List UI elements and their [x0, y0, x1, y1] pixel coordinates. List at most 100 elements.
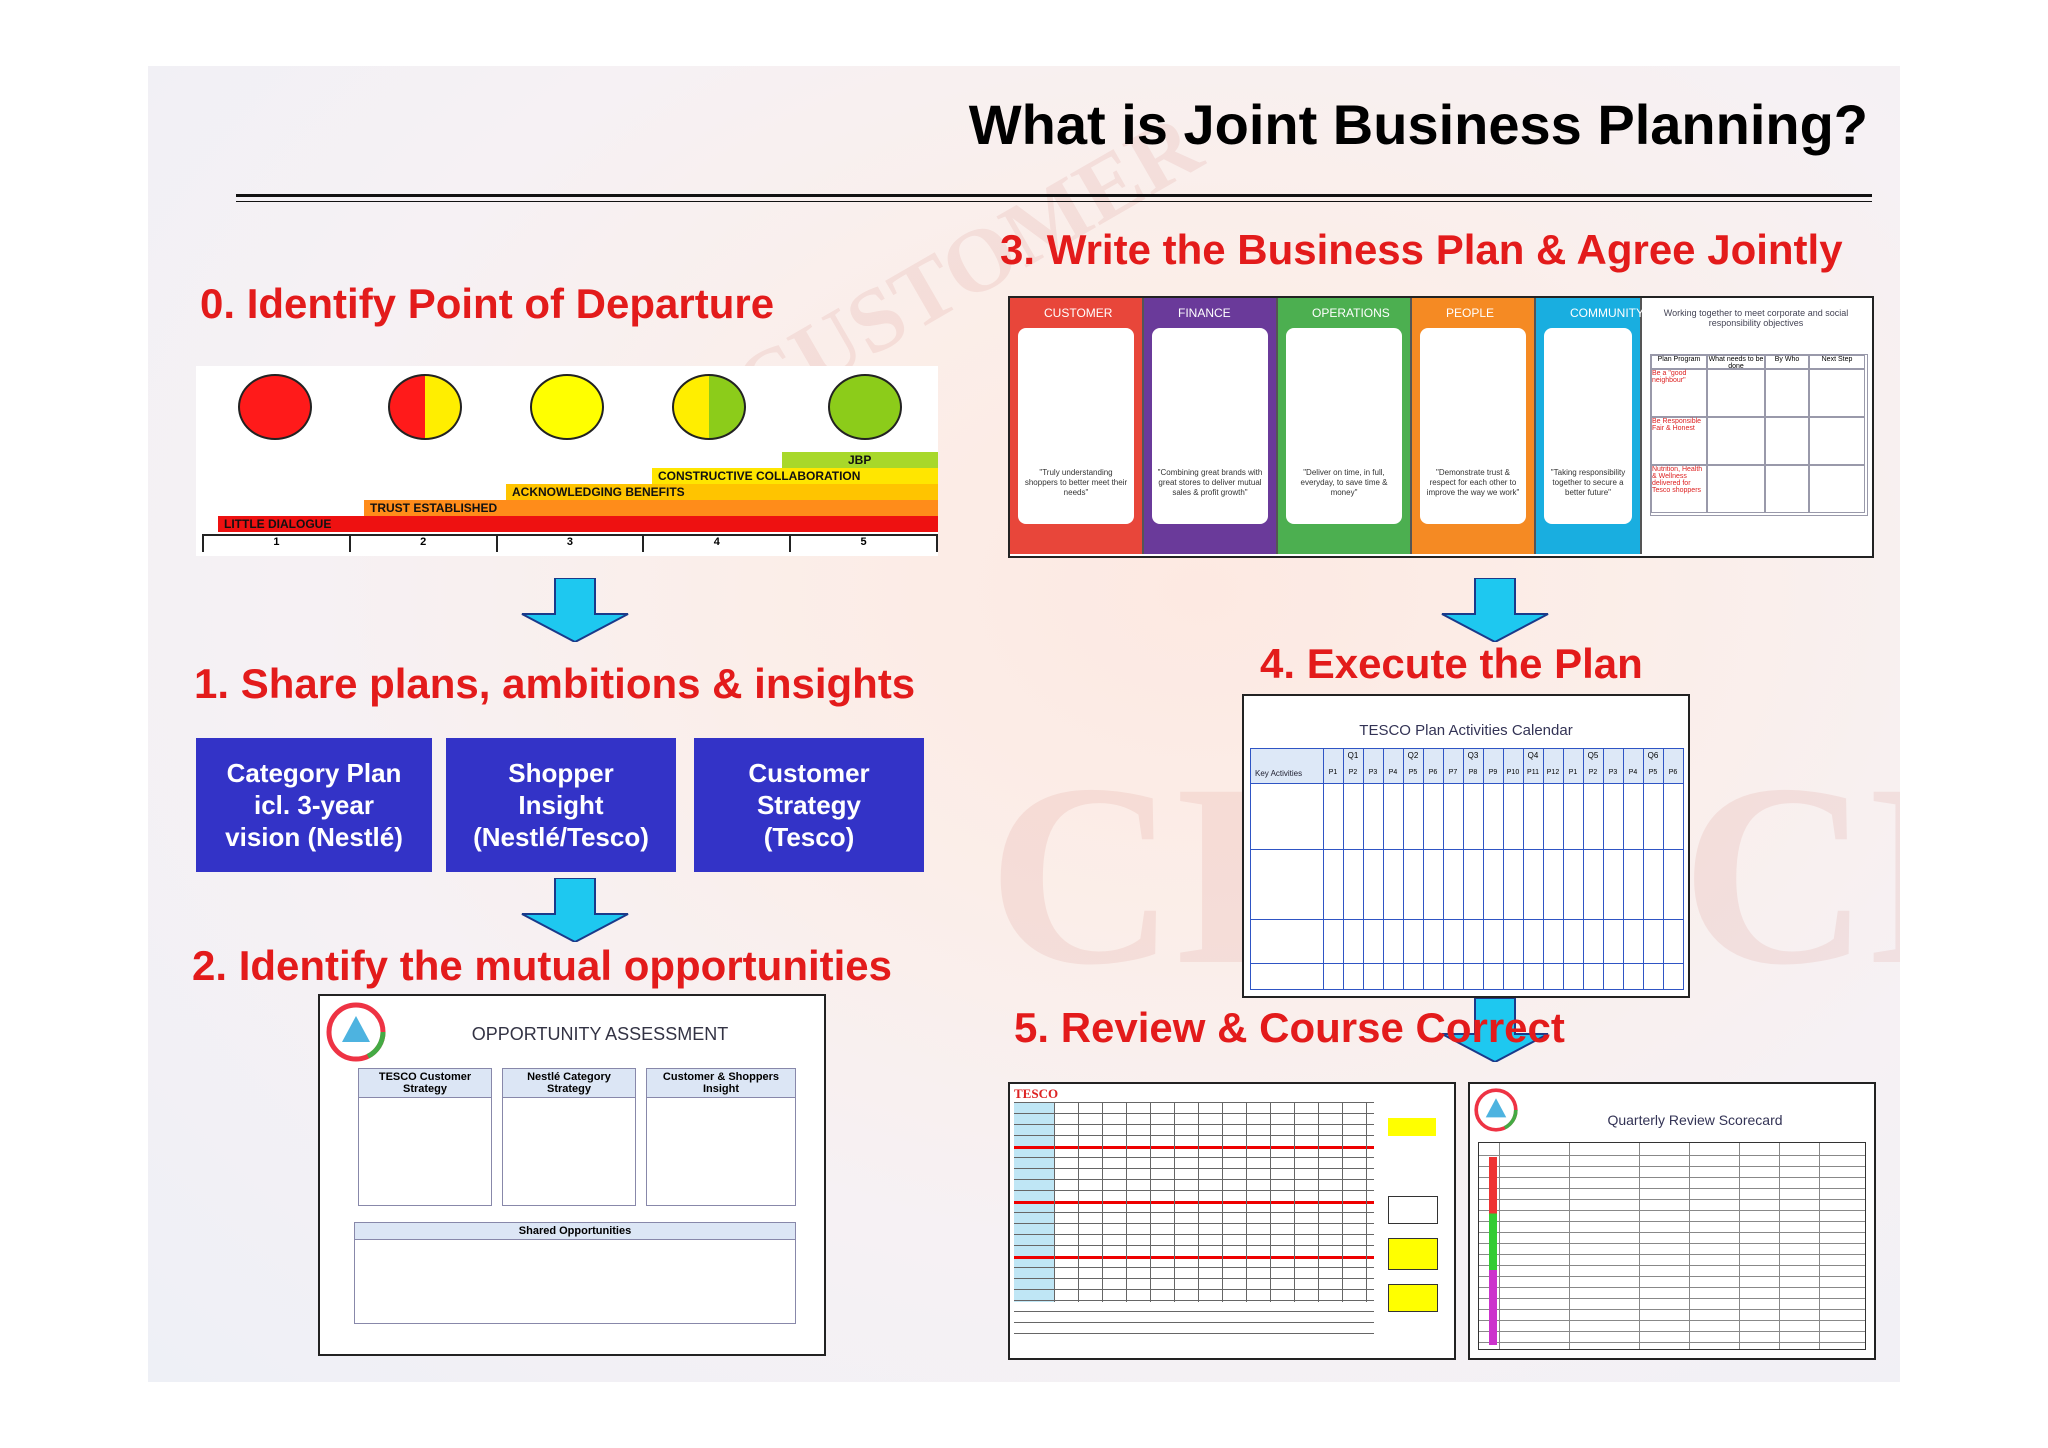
scorecard-row-line: [1479, 1188, 1865, 1189]
scorecard-row-line: [1479, 1155, 1865, 1156]
tracker-row-line: [1014, 1245, 1374, 1246]
tracker-col-line: [1294, 1102, 1295, 1302]
calendar-period: P10: [1506, 769, 1520, 776]
tracker-col-line: [1174, 1102, 1175, 1302]
calendar-gridline: [1403, 749, 1404, 989]
scorecard-row-line: [1479, 1331, 1865, 1332]
title-rule-thin: [236, 201, 1872, 202]
scorecard-row-line: [1479, 1287, 1865, 1288]
stage-label-dialogue: LITTLE DIALOGUE: [218, 516, 938, 532]
tracker-row-line: [1014, 1278, 1374, 1279]
page-title: What is Joint Business Planning?: [968, 93, 1868, 156]
stage-2-indicator: [388, 374, 462, 440]
tracker-row-line: [1014, 1113, 1374, 1114]
calendar-gridline: [1363, 749, 1364, 989]
calendar-period: P9: [1488, 769, 1498, 776]
calendar-period: P3: [1368, 769, 1378, 776]
plan-table-heading: Working together to meet corporate and s…: [1663, 308, 1849, 328]
tracker-col-line: [1102, 1102, 1103, 1302]
scorecard-col-line: [1639, 1143, 1640, 1349]
scorecard-col-line: [1819, 1143, 1820, 1349]
calendar-quarter: Q2: [1407, 751, 1419, 760]
tracker-row-line: [1014, 1179, 1374, 1180]
scorecard-row-line: [1479, 1221, 1865, 1222]
calendar-period: P4: [1388, 769, 1398, 776]
tracker-col-line: [1222, 1102, 1223, 1302]
stage-label-trust: TRUST ESTABLISHED: [364, 500, 938, 516]
calendar-gridline: [1463, 749, 1464, 989]
down-arrow-icon: [521, 578, 629, 642]
calendar-row-line: [1251, 963, 1683, 964]
plan-panel-people: PEOPLE "Demonstrate trust & respect for …: [1412, 298, 1536, 554]
calendar-gridline: [1523, 749, 1524, 989]
stage-1-indicator: [238, 374, 312, 440]
scale-5: 5: [860, 536, 867, 548]
calendar-quarter: Q1: [1347, 751, 1359, 760]
down-arrow-icon: [521, 878, 629, 942]
scorecard-title: Quarterly Review Scorecard: [1607, 1112, 1783, 1128]
step-2-heading: 2. Identify the mutual opportunities: [192, 942, 893, 989]
plan-panel-customer: CUSTOMER "Truly understanding shoppers t…: [1010, 298, 1144, 554]
calendar-period: P7: [1448, 769, 1458, 776]
scorecard-row-line: [1479, 1232, 1865, 1233]
tracker-col-line: [1342, 1102, 1343, 1302]
down-arrow-icon: [1441, 578, 1549, 642]
calendar-gridline: [1583, 749, 1584, 989]
tracker-row-line: [1014, 1102, 1374, 1103]
tesco-logo: TESCO: [1014, 1086, 1059, 1101]
scorecard-col-line: [1689, 1143, 1690, 1349]
title-rule: [236, 194, 1872, 197]
scorecard-row-line: [1479, 1243, 1865, 1244]
scorecard-row-line: [1479, 1199, 1865, 1200]
tracker-col-line: [1150, 1102, 1151, 1302]
scale-3: 3: [498, 536, 645, 552]
calendar-period: P1: [1568, 769, 1578, 776]
tracker-col-line: [1198, 1102, 1199, 1302]
calendar-gridline: [1323, 749, 1324, 989]
calendar-gridline: [1603, 749, 1604, 989]
plan-panel-community: COMMUNITY "Taking responsibility togethe…: [1536, 298, 1644, 554]
tracker-row-line: [1014, 1212, 1374, 1213]
calendar-gridline: [1383, 749, 1384, 989]
calendar-quarter: Q4: [1527, 751, 1539, 760]
stage-label-benefits: ACKNOWLEDGING BENEFITS: [506, 484, 938, 500]
step-3-heading: 3. Write the Business Plan & Agree Joint…: [1000, 226, 1843, 273]
scorecard-col-line: [1569, 1143, 1570, 1349]
scorecard-row-line: [1479, 1276, 1865, 1277]
calendar-period: P12: [1546, 769, 1560, 776]
tracker-row-line: [1014, 1333, 1374, 1334]
calendar-quarter: Q3: [1467, 751, 1479, 760]
scale-4: 4: [644, 536, 792, 552]
plan-table: Plan Program What needs to be done By Wh…: [1650, 354, 1868, 516]
stage-3-indicator: [530, 374, 604, 440]
opportunity-col-2: Nestlé Category Strategy: [502, 1068, 636, 1206]
tracker-row-line: [1014, 1267, 1374, 1268]
tracker-row-line: [1014, 1234, 1374, 1235]
calendar-period: P5: [1648, 769, 1658, 776]
calendar-period: P3: [1608, 769, 1618, 776]
scorecard-col-line: [1499, 1143, 1500, 1349]
step-0-heading: 0. Identify Point of Departure: [200, 280, 775, 327]
tracker-row-line: [1014, 1311, 1374, 1312]
tracker-row-line: [1014, 1322, 1374, 1323]
activities-calendar-sheet: TESCO Plan Activities Calendar Key Activ…: [1242, 694, 1690, 998]
calendar-gridline: [1503, 749, 1504, 989]
tracker-col-line: [1270, 1102, 1271, 1302]
calendar-gridline: [1663, 749, 1664, 989]
calendar-period: P4: [1628, 769, 1638, 776]
jbp-wheel-icon: [326, 1002, 386, 1062]
calendar-gridline: [1423, 749, 1424, 989]
tracker-row-line: [1014, 1135, 1374, 1136]
calendar-period: P2: [1588, 769, 1598, 776]
tracker-row-line: [1014, 1201, 1374, 1204]
plan-panel-finance: FINANCE "Combining great brands with gre…: [1144, 298, 1278, 554]
tracker-row-line: [1014, 1124, 1374, 1125]
calendar-gridline: [1443, 749, 1444, 989]
tracker-row-line: [1014, 1146, 1374, 1149]
review-scorecard-sheet: Quarterly Review Scorecard: [1468, 1082, 1876, 1360]
scale-2: 2: [351, 536, 498, 552]
